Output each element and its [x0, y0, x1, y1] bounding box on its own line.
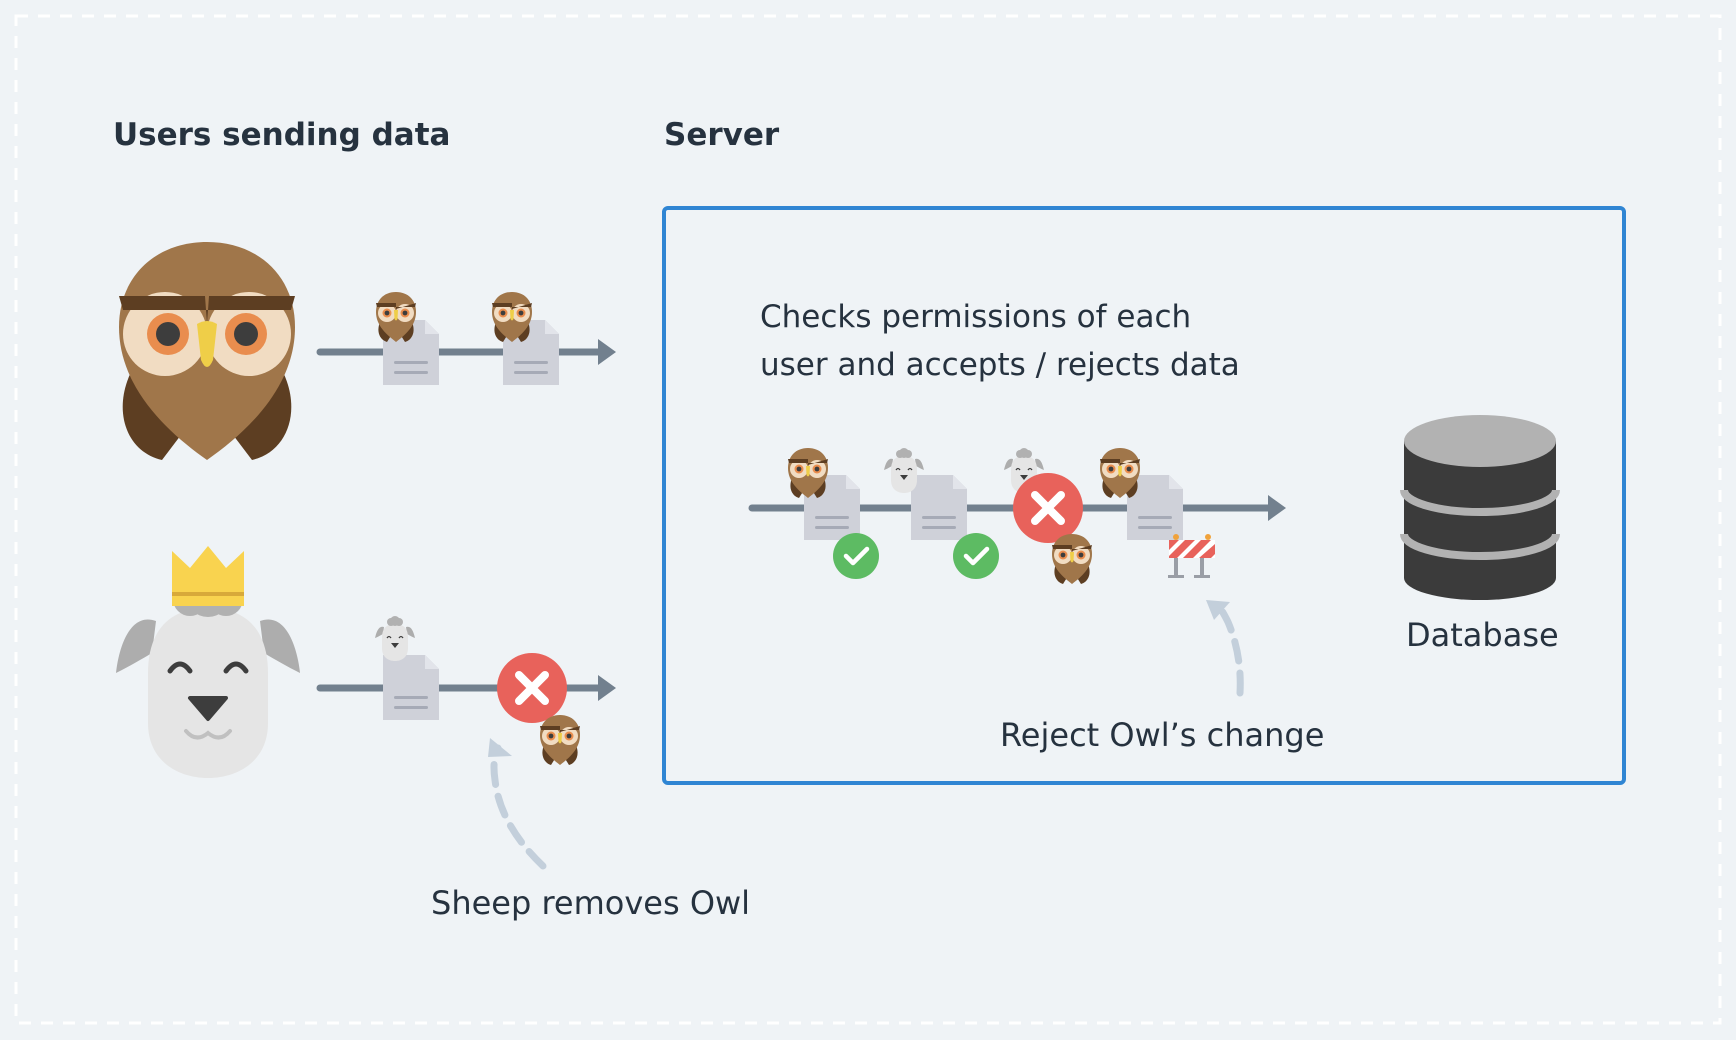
owl-small-icon [1100, 448, 1140, 498]
reject-x-icon [497, 653, 567, 723]
check-icon [953, 533, 999, 579]
check-icon [833, 533, 879, 579]
reject-owl-change-label: Reject Owl’s change [1000, 716, 1325, 754]
reject-owl-change-arrow [1206, 600, 1244, 697]
owl-user-icon [119, 242, 295, 460]
sheep-small-icon [374, 615, 416, 662]
owl-small-icon [1052, 534, 1092, 584]
document-icon [383, 655, 439, 720]
crown-icon [172, 546, 244, 606]
outer-frame [14, 14, 1722, 1025]
database-label: Database [1406, 616, 1559, 654]
server-description-line2: user and accepts / rejects data [760, 347, 1240, 383]
barrier-icon [1168, 534, 1215, 578]
owl-data-arrow [316, 339, 616, 365]
owl-small-icon [376, 292, 416, 342]
server-box [662, 206, 1626, 785]
owl-small-icon [492, 292, 532, 342]
users-heading: Users sending data [113, 117, 451, 153]
document-icon [911, 475, 967, 540]
sheep-removes-owl-arrow [488, 738, 547, 870]
server-description: Checks permissions of each user and acce… [760, 293, 1240, 389]
owl-small-icon [540, 715, 580, 765]
owl-small-icon [788, 448, 828, 498]
reject-x-icon [1013, 473, 1083, 543]
sheep-removes-owl-label: Sheep removes Owl [431, 884, 751, 922]
server-heading: Server [664, 117, 780, 153]
server-description-line1: Checks permissions of each [760, 299, 1192, 335]
database-icon [1400, 415, 1560, 600]
sheep-data-arrow [316, 675, 616, 701]
